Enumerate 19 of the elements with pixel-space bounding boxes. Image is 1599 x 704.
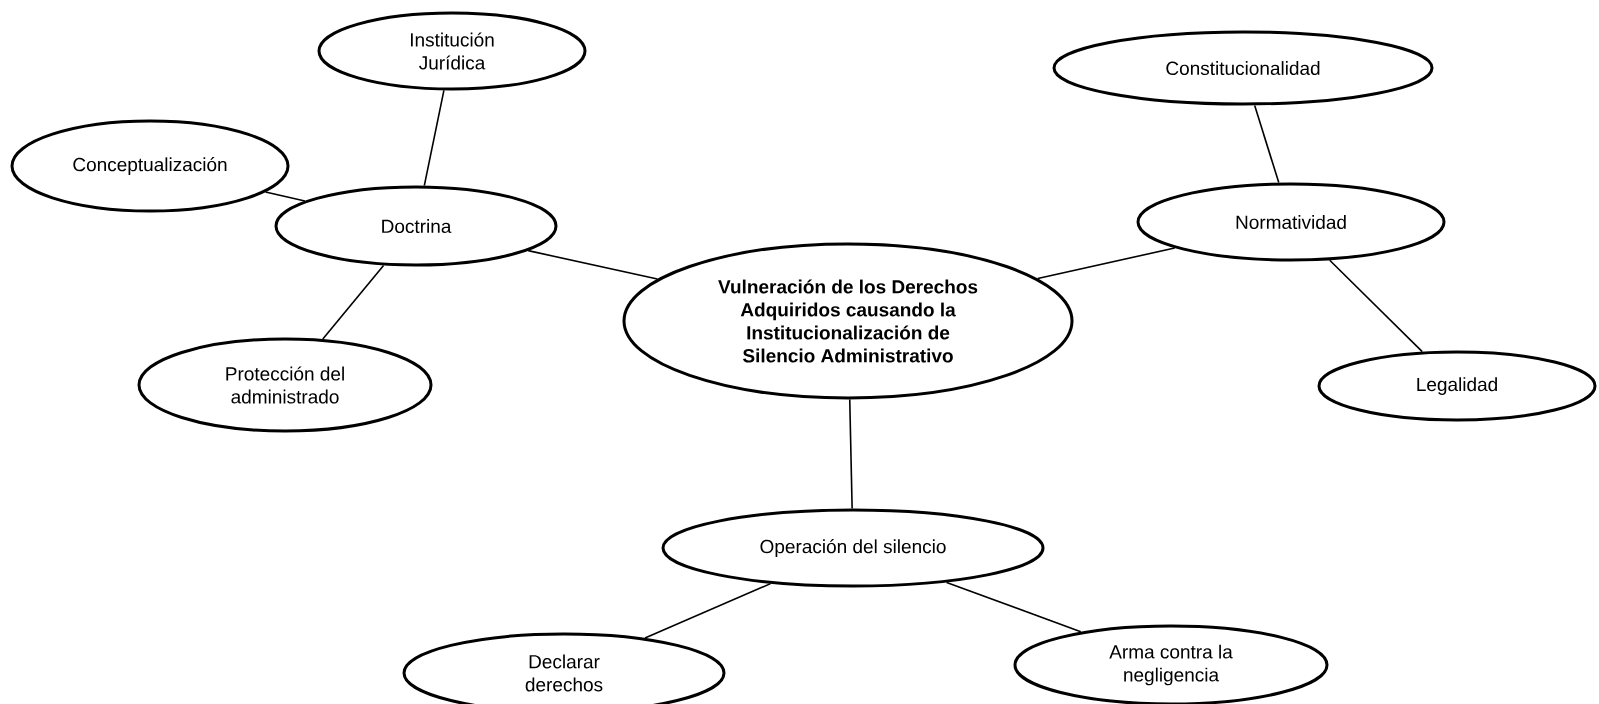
connector-line	[1036, 247, 1176, 280]
connector-line	[644, 582, 772, 639]
ellipse-node: Vulneración de los Derechos Adquiridos causando la Institucionalización de Silencio Administrativo	[622, 242, 1074, 400]
connector-line	[1253, 104, 1280, 184]
connector-line	[264, 191, 306, 202]
connector-line	[945, 581, 1082, 633]
ellipse-node: Constitucionalidad	[1052, 30, 1434, 106]
connector-line	[527, 249, 659, 280]
ellipse-node: Conceptualización	[10, 119, 290, 213]
connector-line	[848, 398, 853, 510]
ellipse-node: Institución Jurídica	[317, 11, 587, 91]
ellipse-node: Protección del administrado	[137, 337, 433, 433]
ellipse-node: Doctrina	[274, 185, 558, 267]
connector-line	[322, 264, 385, 340]
connector-line	[423, 89, 445, 187]
ellipse-node: Normatividad	[1136, 182, 1446, 262]
ellipse-node: Legalidad	[1317, 350, 1597, 422]
connector-line	[1328, 259, 1424, 353]
ellipse-node: Operación del silencio	[661, 508, 1045, 588]
